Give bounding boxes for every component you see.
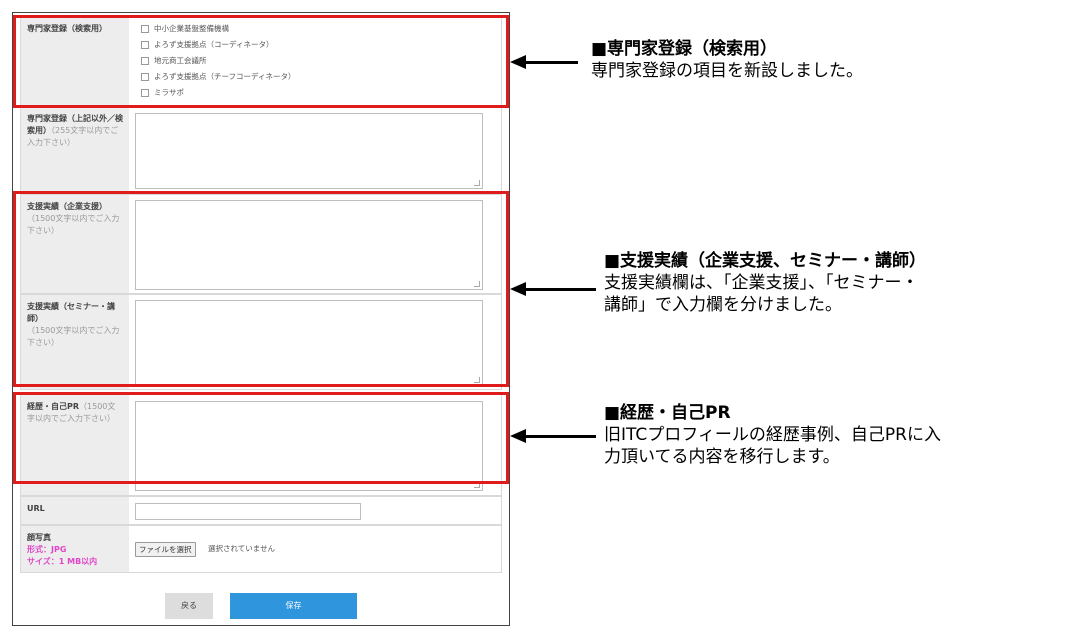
label-expert-search: 専門家登録（検索用） xyxy=(21,17,129,105)
checkbox-option[interactable]: ミラサポ xyxy=(141,85,296,101)
label-support-seminar: 支援実績（セミナー・講師）（1500文字以内でご入力下さい） xyxy=(21,295,129,389)
expert-other-textarea[interactable] xyxy=(135,113,483,189)
support-company-textarea[interactable] xyxy=(135,200,483,290)
highlight-expert-search xyxy=(13,15,509,108)
row-expert-other: 専門家登録（上記以外／検索用）（255文字以内でご入力下さい） xyxy=(20,106,502,194)
file-status-text: 選択されていません xyxy=(208,544,276,553)
checkbox-box[interactable] xyxy=(141,41,149,49)
label-expert-other: 専門家登録（上記以外／検索用）（255文字以内でご入力下さい） xyxy=(21,107,129,193)
save-button[interactable]: 保存 xyxy=(230,593,357,619)
back-button[interactable]: 戻る xyxy=(165,593,213,619)
career-textarea[interactable] xyxy=(135,401,483,491)
arrow-line xyxy=(524,435,596,438)
annotation-support: ■支援実績（企業支援、セミナー・講師） 支援実績欄は、「企業支援」、「セミナー・… xyxy=(604,251,927,315)
photo-format-note: 形式：JPG xyxy=(27,545,67,554)
checkbox-box[interactable] xyxy=(141,57,149,65)
row-url: URL xyxy=(20,496,502,525)
annotation-expert-search: ■専門家登録（検索用） 専門家登録の項目を新設しました。 xyxy=(591,39,863,81)
checkbox-option[interactable]: よろず支援拠点（チーフコーディネータ） xyxy=(141,69,296,85)
checkbox-box[interactable] xyxy=(141,89,149,97)
label-support-company: 支援実績（企業支援）（1500文字以内でご入力下さい） xyxy=(21,195,129,293)
label-url: URL xyxy=(21,497,129,524)
row-photo: 顔写真 形式：JPG サイズ：1 MB以内 ファイルを選択 選択されていません xyxy=(20,525,502,573)
checkbox-box[interactable] xyxy=(141,25,149,33)
checkbox-option[interactable]: よろず支援拠点（コーディネータ） xyxy=(141,37,296,53)
annotation-career: ■経歴・自己PR 旧ITCプロフィールの経歴事例、自己PRに入 力頂いてる内容を… xyxy=(604,403,941,467)
row-support-seminar: 支援実績（セミナー・講師）（1500文字以内でご入力下さい） xyxy=(20,294,502,390)
support-seminar-textarea[interactable] xyxy=(135,300,483,386)
arrow-left-icon xyxy=(510,55,526,69)
expert-search-options: 中小企業基盤整備機構 よろず支援拠点（コーディネータ） 地元商工会議所 よろず支… xyxy=(141,21,296,101)
arrow-left-icon xyxy=(510,429,526,443)
checkbox-box[interactable] xyxy=(141,73,149,81)
highlight-support xyxy=(13,191,509,387)
checkbox-option[interactable]: 中小企業基盤整備機構 xyxy=(141,21,296,37)
choose-file-button[interactable]: ファイルを選択 xyxy=(135,542,196,557)
row-support-company: 支援実績（企業支援）（1500文字以内でご入力下さい） xyxy=(20,194,502,294)
highlight-career xyxy=(13,392,509,484)
arrow-line xyxy=(524,288,596,291)
url-input[interactable] xyxy=(135,503,361,520)
arrow-line xyxy=(524,61,578,64)
label-photo: 顔写真 形式：JPG サイズ：1 MB以内 xyxy=(21,526,129,572)
arrow-left-icon xyxy=(510,282,526,296)
photo-size-note: サイズ：1 MB以内 xyxy=(27,557,98,566)
label-career: 経歴・自己PR（1500文字以内でご入力下さい） xyxy=(21,395,129,495)
checkbox-option[interactable]: 地元商工会議所 xyxy=(141,53,296,69)
